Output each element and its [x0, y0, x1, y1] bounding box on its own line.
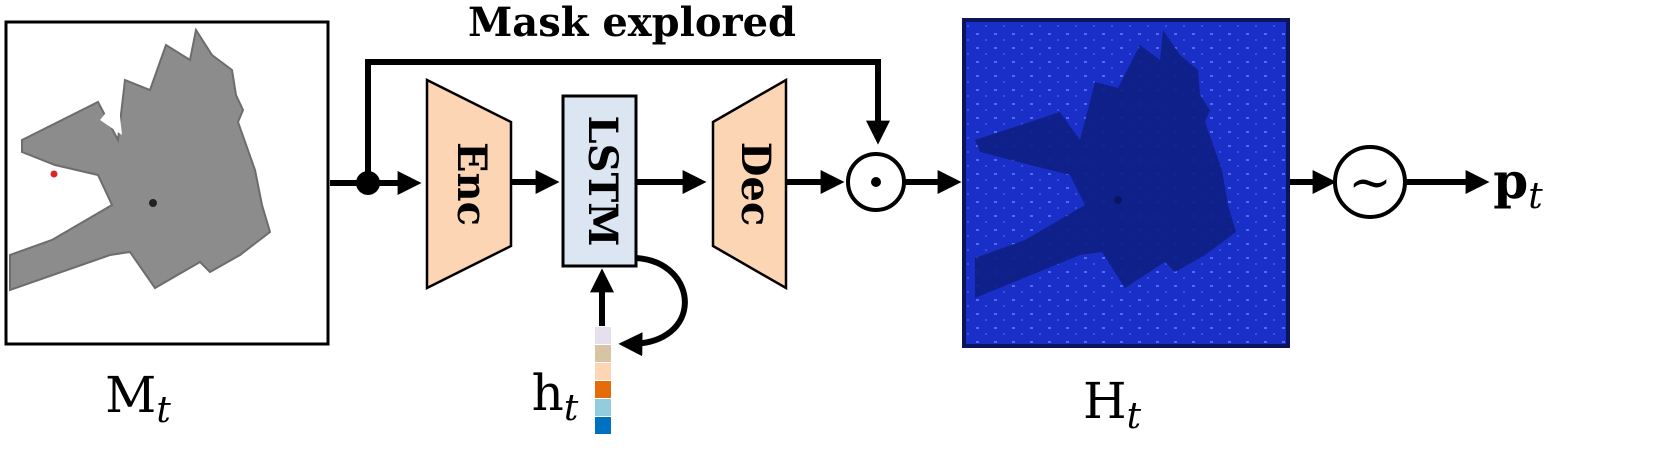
hadamard-product-operator: [846, 152, 906, 212]
hidden-state-vector: [595, 327, 611, 434]
hidden-cell-2: [595, 345, 611, 362]
output-label: pt: [1493, 151, 1543, 217]
encoder-label: Enc: [448, 142, 495, 226]
lstm-recurrent-loop: [618, 255, 688, 357]
hidden-cell-4: [595, 381, 611, 398]
hidden-state-label: ht: [532, 364, 579, 429]
hidden-cell-3: [595, 363, 611, 380]
encoder-block: Enc: [425, 77, 513, 291]
heatmap: [962, 18, 1290, 348]
input-map: [4, 20, 330, 346]
hidden-cell-6: [595, 417, 611, 434]
agent-position-marker: [50, 170, 58, 178]
decoder-label: Dec: [732, 142, 779, 227]
lstm-label: LSTM: [579, 115, 626, 246]
map-floor: [9, 27, 272, 292]
heatmap-explored-region: [975, 30, 1236, 298]
lstm-block: LSTM: [561, 94, 638, 268]
input-map-label: Mt: [105, 366, 171, 431]
mask-skip-connection: [365, 59, 890, 183]
mask-explored-label: Mask explored: [468, 0, 796, 46]
decoder-block: Dec: [711, 77, 788, 291]
sampling-symbol: ~: [1348, 153, 1392, 213]
sampling-operator: ~: [1333, 145, 1407, 219]
map-object-marker: [149, 199, 157, 207]
hidden-cell-1: [595, 327, 611, 344]
heatmap-label: Ht: [1083, 372, 1142, 437]
hidden-cell-5: [595, 399, 611, 416]
